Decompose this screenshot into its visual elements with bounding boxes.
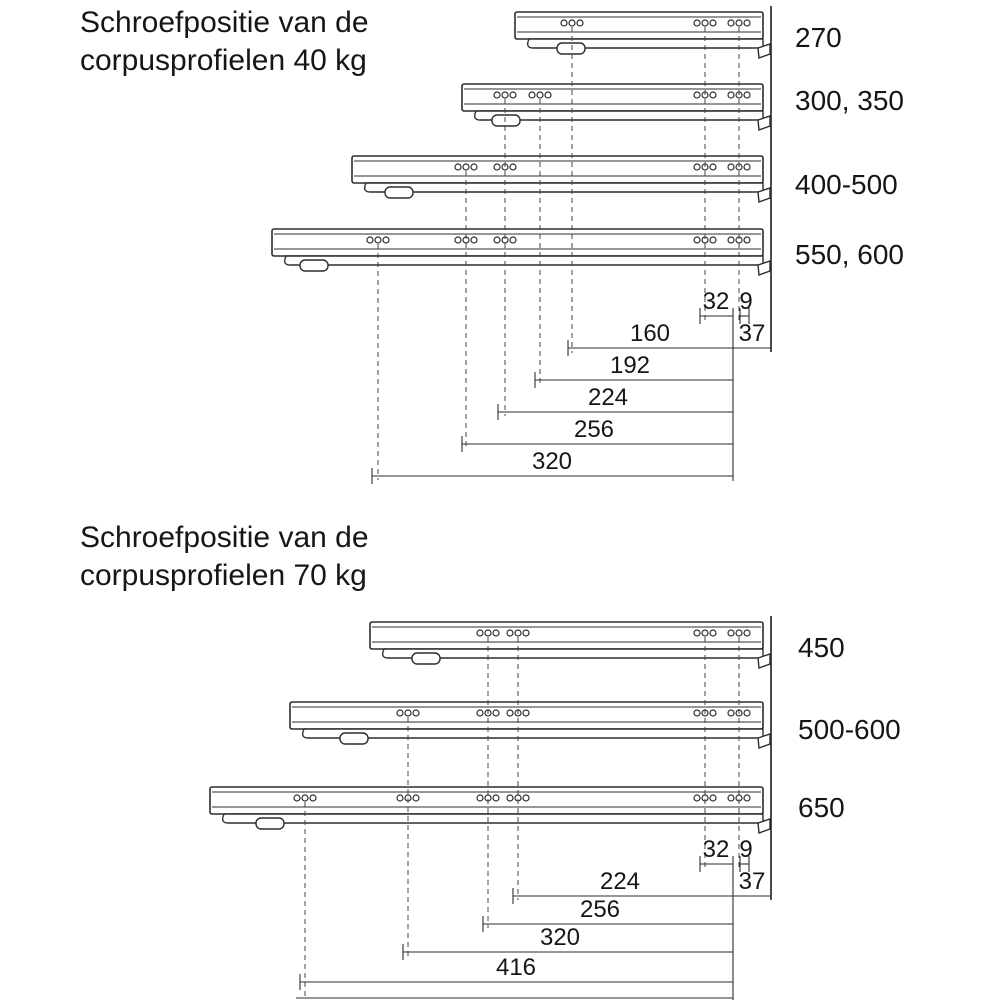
latch — [556, 42, 586, 55]
latch — [255, 817, 285, 830]
dim-label-32: 32 — [703, 288, 730, 315]
rail-length-label-500-600: 500-600 — [798, 714, 901, 745]
rear-hook — [757, 43, 771, 59]
dim-label-9: 9 — [739, 288, 752, 315]
dim-label-192: 192 — [610, 352, 650, 379]
dim-label-416: 416 — [496, 954, 536, 981]
rail-length-label-550-600: 550, 600 — [795, 239, 904, 270]
rear-hook — [757, 733, 771, 749]
dim-label-37: 37 — [739, 320, 766, 347]
guide-lines-40kg — [377, 27, 740, 480]
title-70kg-line1: Schroefpositie van de — [80, 521, 369, 554]
dimensions-70kg: 32 9 224 37 256 320 416 — [296, 836, 771, 1000]
latch — [491, 114, 521, 127]
rail-550-600 — [271, 228, 771, 276]
rail-length-label-450: 450 — [798, 632, 845, 663]
title-40kg-line1: Schroefpositie van de — [80, 6, 369, 39]
rail-650 — [209, 786, 771, 834]
dim-label-320: 320 — [532, 448, 572, 475]
latch — [411, 652, 441, 665]
rail-length-label-270: 270 — [795, 22, 842, 53]
latch — [339, 732, 369, 745]
rail-500-600 — [289, 701, 771, 749]
section-40kg: Schroefpositie van de corpusprofielen 40… — [80, 6, 904, 484]
dim-label-256: 256 — [580, 896, 620, 923]
rear-hook — [757, 115, 771, 131]
dim-label-37: 37 — [739, 868, 766, 895]
rear-hook — [757, 260, 771, 276]
rail-270 — [514, 11, 771, 59]
rail-400-500 — [351, 155, 771, 203]
rear-hook — [757, 187, 771, 203]
rail-300-350 — [461, 83, 771, 131]
rail-length-label-400-500: 400-500 — [795, 169, 898, 200]
rear-hook — [757, 653, 771, 669]
section-70kg: Schroefpositie van de corpusprofielen 70… — [80, 521, 901, 1000]
dim-label-32: 32 — [703, 836, 730, 863]
dim-label-320: 320 — [540, 924, 580, 951]
rail-length-label-300-350: 300, 350 — [795, 85, 904, 116]
rail-450 — [369, 621, 771, 669]
dimensions-40kg: 32 9 160 37 192 224 256 320 — [371, 288, 771, 484]
rear-hook — [757, 818, 771, 834]
dim-label-160: 160 — [630, 320, 670, 347]
dim-label-224: 224 — [600, 868, 640, 895]
dim-label-9: 9 — [739, 836, 752, 863]
guide-lines-70kg — [304, 637, 740, 1000]
dim-label-256: 256 — [574, 416, 614, 443]
dim-label-224: 224 — [588, 384, 628, 411]
title-40kg-line2: corpusprofielen 40 kg — [80, 44, 367, 77]
latch — [384, 186, 414, 199]
rail-length-label-650: 650 — [798, 792, 845, 823]
title-70kg-line2: corpusprofielen 70 kg — [80, 559, 367, 592]
latch — [299, 259, 329, 272]
